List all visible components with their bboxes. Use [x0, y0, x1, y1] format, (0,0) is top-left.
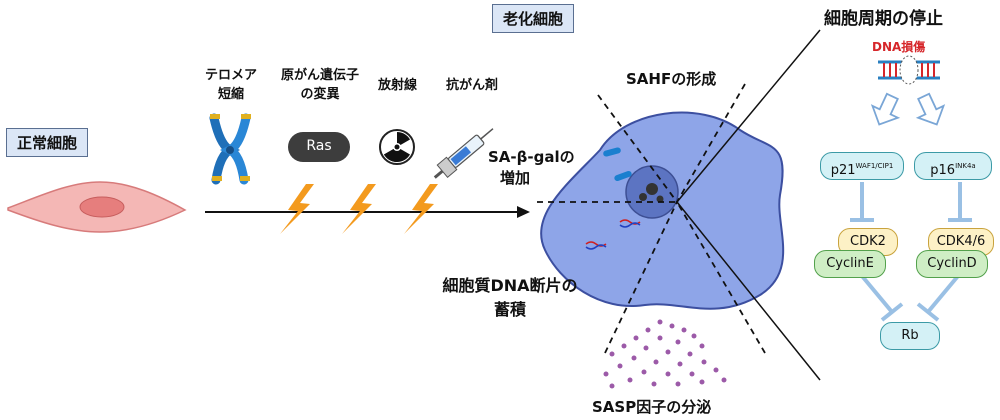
syringe-icon	[433, 128, 494, 179]
pathway-arrows	[870, 92, 946, 126]
p21-superscript: WAF1/CIP1	[855, 162, 894, 170]
dna-damage-icon	[878, 55, 940, 85]
lightning-icon	[342, 184, 376, 234]
lightning-icon	[404, 184, 438, 234]
sasp-factor-dots	[603, 319, 727, 389]
lightning-icon	[280, 184, 314, 234]
cytoplasmic-dna-line1: 細胞質DNA断片の	[442, 276, 578, 295]
radiation-label: 放射線	[378, 78, 418, 93]
pathway-divider	[676, 29, 821, 381]
cdk2-node: CDK2	[838, 228, 898, 256]
cytoplasmic-dna-line2: 蓄積	[493, 300, 526, 319]
p21-label: p21	[830, 163, 856, 178]
oncogene-label: 原がん遺伝子 の変異	[268, 64, 372, 102]
sa-beta-gal-line1: SA-β-galの	[488, 148, 575, 166]
sahf-label: SAHFの形成	[626, 70, 717, 88]
cytoplasmic-dna-label: 細胞質DNA断片の 蓄積	[420, 272, 600, 320]
lightning-icons	[280, 184, 438, 234]
aged-cell-label: 老化細胞	[492, 4, 575, 33]
cyclin-d-node: CyclinD	[916, 250, 988, 278]
sa-beta-gal-label: SA-β-galの 増加	[488, 146, 575, 188]
inhibition-arrows	[850, 182, 972, 322]
cyclin-e-node: CyclinE	[814, 250, 886, 278]
sa-beta-gal-line2: 増加	[500, 169, 531, 187]
anticancer-label: 抗がん剤	[446, 78, 499, 93]
p16-label: p16	[930, 163, 956, 178]
chromosome-icon	[209, 113, 251, 185]
dna-damage-label: DNA損傷	[872, 40, 926, 54]
radiation-icon	[379, 129, 415, 165]
sasp-label: SASP因子の分泌	[592, 398, 712, 416]
rb-node: Rb	[880, 322, 940, 350]
telomere-label: テロメア 短縮	[196, 64, 266, 102]
ras-oncogene-icon	[288, 132, 350, 162]
normal-cell-label: 正常細胞	[6, 128, 89, 157]
ras-label: Ras	[306, 138, 332, 154]
cell-cycle-arrest-heading: 細胞周期の停止	[824, 9, 943, 29]
telomere-label-line2: 短縮	[217, 87, 244, 102]
normal-cell-illustration	[7, 181, 187, 233]
telomere-label-line1: テロメア	[204, 68, 257, 83]
p21-node: p21WAF1/CIP1	[820, 152, 904, 180]
oncogene-label-line2: の変異	[300, 87, 340, 102]
p16-superscript: INK4a	[955, 162, 976, 170]
oncogene-label-line1: 原がん遺伝子	[280, 68, 359, 83]
p16-node: p16INK4a	[914, 152, 992, 180]
section-dividers	[537, 83, 766, 354]
